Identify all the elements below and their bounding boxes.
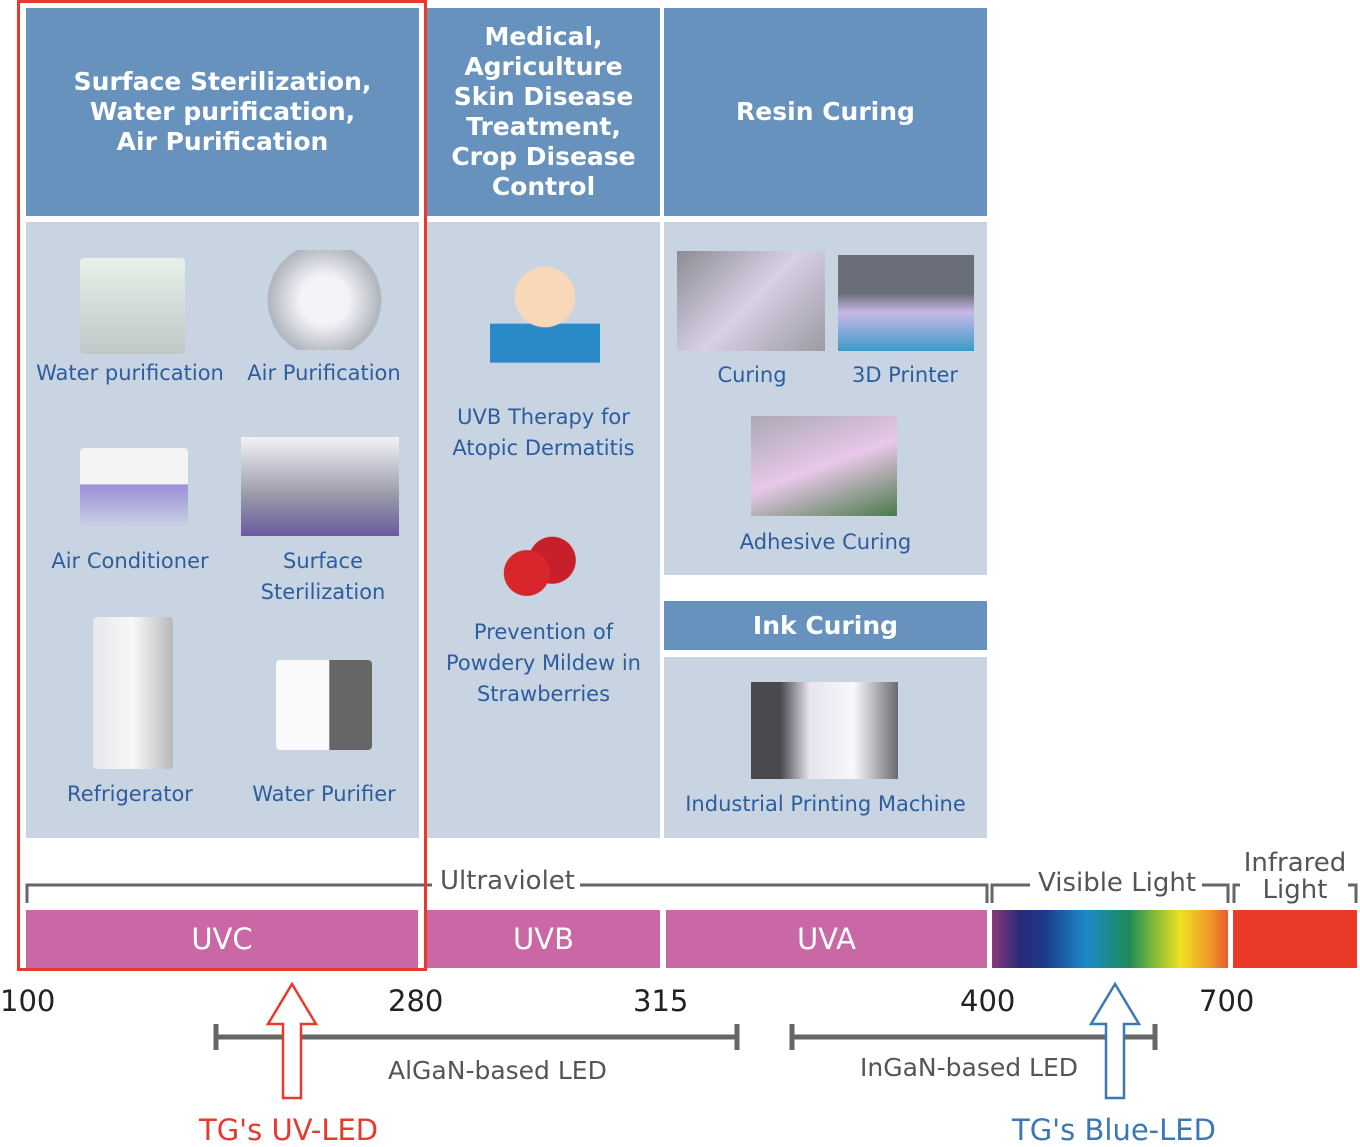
label-tg-blue-led: TG's Blue-LED	[1012, 1113, 1216, 1147]
uv-led-highlight-box	[17, 0, 427, 971]
label-ultraviolet: Ultraviolet	[440, 866, 576, 896]
caption-surface-sterilization: Surface Sterilization	[260, 549, 386, 604]
air-purification-image	[262, 250, 387, 350]
highlight-top	[17, 0, 427, 3]
band-visible	[992, 910, 1228, 968]
surface-sterilization-image	[241, 437, 399, 536]
curing-image	[677, 251, 825, 351]
tick-100: 100	[0, 984, 56, 1018]
caption-water-purifier: Water Purifier	[252, 782, 396, 806]
3d-printer-image	[838, 255, 974, 351]
caption-water-purification: Water purification	[36, 361, 224, 385]
printing-machine-image	[751, 682, 898, 779]
band-uvc: UVC	[26, 910, 418, 968]
water-purification-image	[80, 258, 185, 354]
header-uvb: Medical, Agriculture Skin Disease Treatm…	[427, 8, 660, 216]
strawberries-image	[497, 522, 582, 607]
caption-air-purification: Air Purification	[247, 361, 401, 385]
band-uvb: UVB	[427, 910, 660, 968]
blue-led-arrow	[1088, 981, 1142, 1100]
caption-3d-printer: 3D Printer	[851, 363, 959, 387]
header-ink: Ink Curing	[664, 601, 987, 650]
header-uva: Resin Curing	[664, 8, 987, 216]
label-tg-uv-led: TG's UV-LED	[199, 1113, 379, 1147]
caption-industrial-printing: Industrial Printing Machine	[685, 792, 966, 816]
refrigerator-image	[93, 617, 173, 769]
label-infrared-light: Infrared Light	[1243, 848, 1347, 905]
water-purifier-image	[276, 660, 372, 750]
uv-led-arrow	[265, 981, 319, 1100]
label-ingan-led: InGaN-based LED	[860, 1053, 1079, 1082]
caption-air-conditioner: Air Conditioner	[51, 549, 209, 573]
caption-curing: Curing	[717, 363, 787, 387]
tick-400: 400	[960, 984, 1016, 1018]
header-uvc: Surface Sterilization, Water purificatio…	[26, 8, 419, 216]
caption-adhesive-curing: Adhesive Curing	[739, 530, 912, 554]
label-visible-light: Visible Light	[1038, 868, 1197, 898]
caption-uvb-therapy: UVB Therapy for Atopic Dermatitis	[452, 405, 635, 460]
caption-powdery-mildew: Prevention of Powdery Mildew in Strawber…	[446, 620, 641, 706]
tick-700: 700	[1199, 984, 1255, 1018]
atopic-dermatitis-image	[490, 258, 600, 388]
caption-refrigerator: Refrigerator	[67, 782, 193, 806]
tick-280: 280	[388, 984, 444, 1018]
band-infrared	[1233, 910, 1357, 968]
band-uva: UVA	[666, 910, 987, 968]
adhesive-curing-image	[751, 416, 897, 516]
air-conditioner-image	[80, 448, 188, 528]
tick-315: 315	[633, 984, 689, 1018]
label-algan-led: AlGaN-based LED	[388, 1056, 607, 1085]
